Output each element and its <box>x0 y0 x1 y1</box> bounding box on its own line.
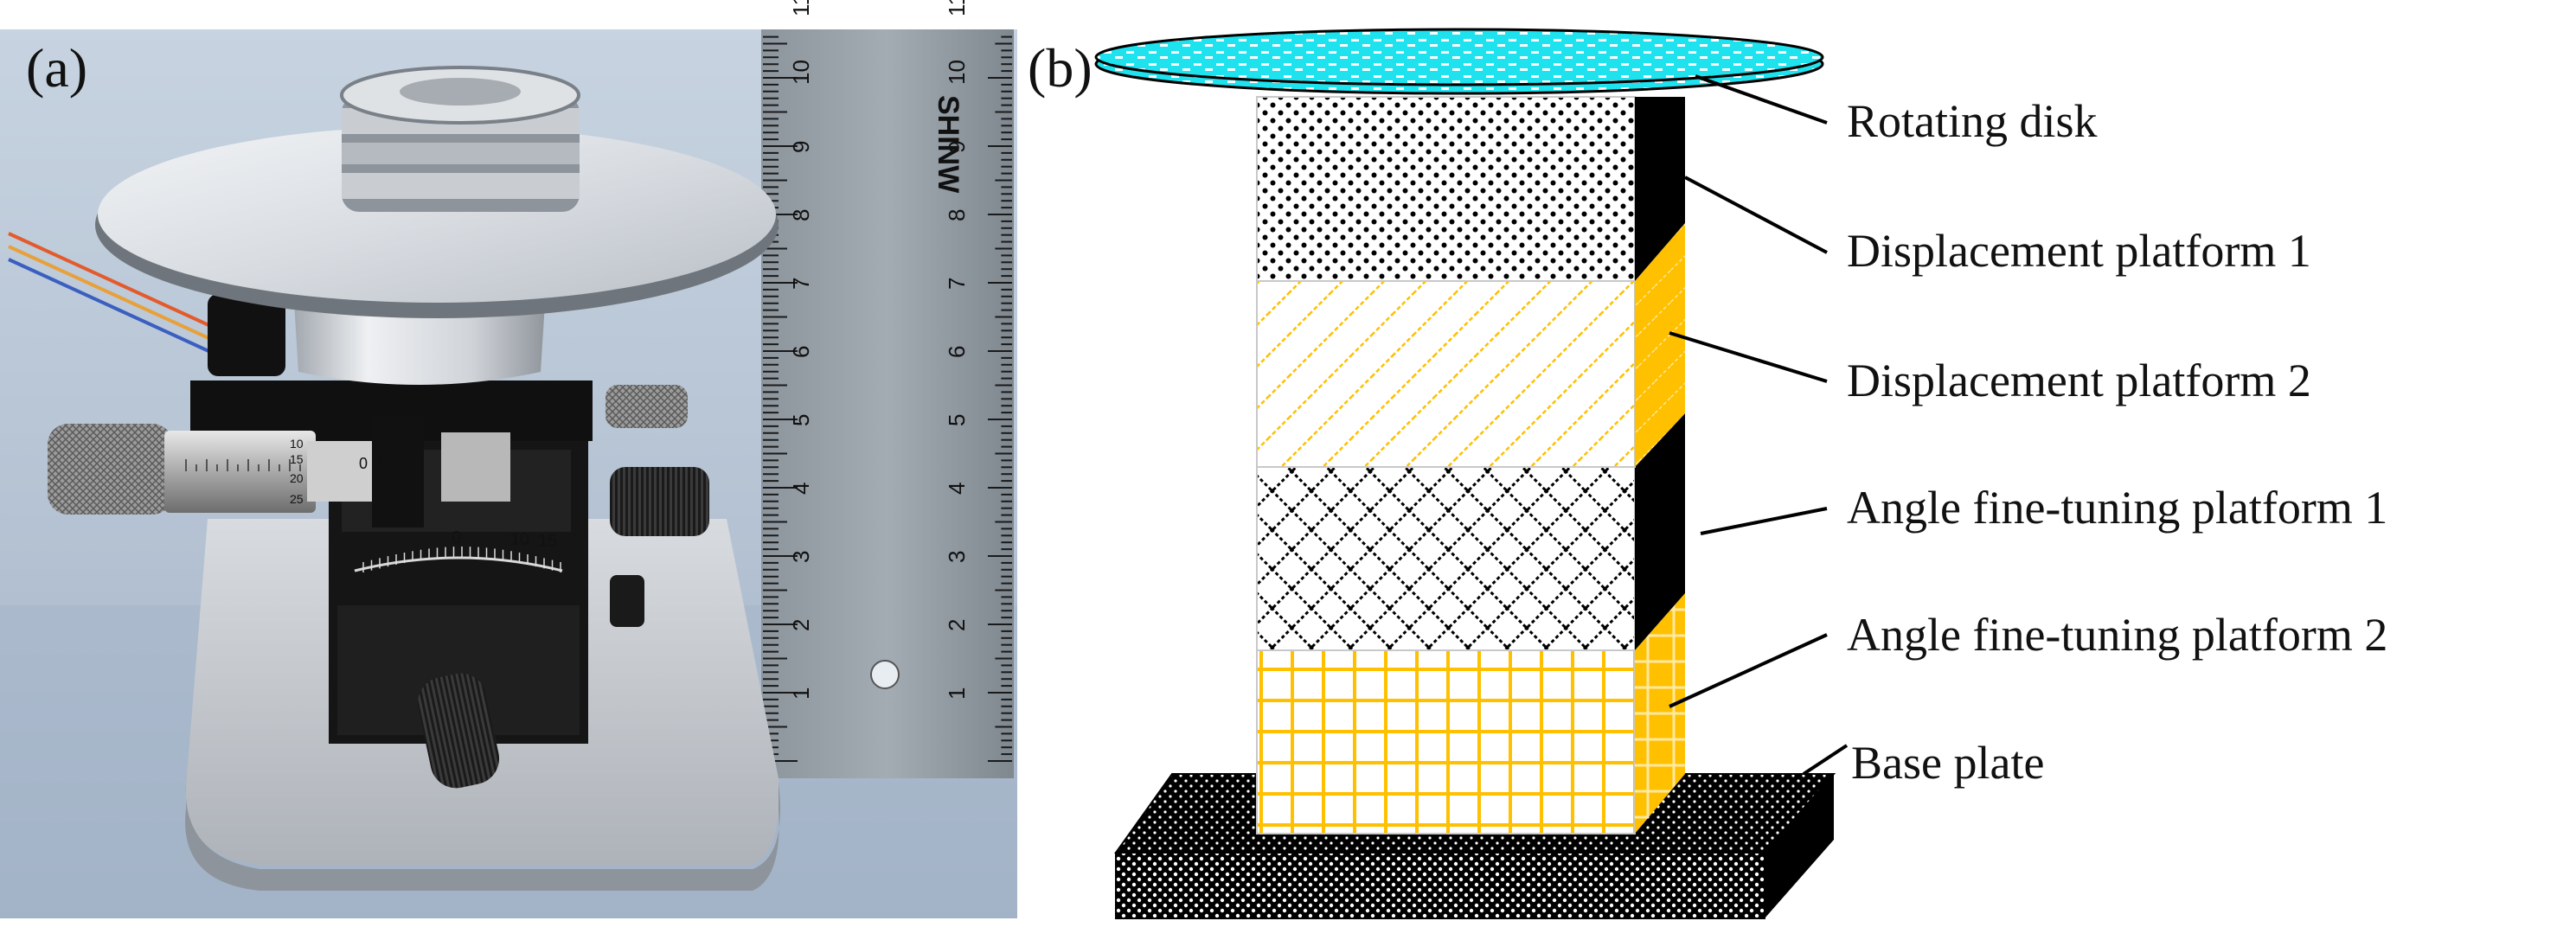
label-angle-2: Angle fine-tuning platform 2 <box>1847 609 2387 661</box>
label-base-plate: Base plate <box>1851 737 2044 789</box>
leader-base-plate <box>1802 744 1849 776</box>
ruler-number: 6 <box>944 346 970 358</box>
leader-rotating-disk <box>1695 74 1828 125</box>
ruler-number: 5 <box>788 414 814 426</box>
ruler-number: 5 <box>944 414 970 426</box>
platform-angle-2-front <box>1256 649 1636 834</box>
platform-angle-1-side <box>1635 413 1685 650</box>
platform-displacement-1-front <box>1256 96 1636 282</box>
micrometer-ticks <box>185 459 301 471</box>
ruler-number: 8 <box>944 209 970 221</box>
platform-angle-2-side <box>1635 593 1685 834</box>
micrometer-mark-5: 5 <box>378 455 387 472</box>
dial-mark-0: 0 <box>452 528 461 547</box>
ruler-number: 6 <box>788 346 814 358</box>
wires <box>8 232 285 376</box>
ruler-brand: SHINW <box>932 95 964 194</box>
label-displacement-2: Displacement platform 2 <box>1847 355 2311 406</box>
knob-right-upper <box>610 467 709 536</box>
ruler-number: 1 <box>788 687 814 700</box>
knob-front-lower <box>417 673 500 789</box>
photo-rotating-disc <box>95 126 779 318</box>
label-rotating-disk: Rotating disk <box>1847 95 2098 147</box>
ruler-number: 3 <box>788 551 814 563</box>
ruler-number: 3 <box>944 551 970 563</box>
ruler-ticks-right <box>988 35 1012 762</box>
platform-displacement-2-side <box>1635 223 1685 467</box>
spindle <box>340 66 580 212</box>
ruler-number: 1 <box>944 687 970 700</box>
leader-displacement-1 <box>1684 176 1828 254</box>
panel-b: (b) <box>1028 28 2387 919</box>
leader-angle-1 <box>1700 507 1828 535</box>
ruler-number: 10 <box>944 60 970 85</box>
dial-mark-10: 10 <box>510 530 529 549</box>
ruler-hole <box>870 660 900 689</box>
base-plate-front <box>1115 852 1765 919</box>
dial-mark-15: 15 <box>538 532 557 551</box>
micrometer: 0 5 10 15 20 25 <box>48 415 510 528</box>
leader-displacement-2 <box>1669 331 1828 383</box>
ruler-number: 8 <box>788 209 814 221</box>
knob-silver-right <box>606 385 688 428</box>
ruler-number: 4 <box>944 483 970 495</box>
ruler-number: 4 <box>788 483 814 495</box>
leader-lines <box>1669 74 1849 776</box>
platform-stack <box>1256 96 1685 834</box>
ruler-number: 9 <box>944 141 970 153</box>
dial-ticks <box>362 547 561 572</box>
leader-angle-2 <box>1669 633 1828 708</box>
ruler-number: 7 <box>944 278 970 290</box>
platform-angle-1-front <box>1256 466 1636 651</box>
base-plate-side <box>1765 774 1834 918</box>
ruler-number: 11 <box>788 0 814 16</box>
black-knobs <box>417 385 709 789</box>
ruler-number: 2 <box>788 619 814 631</box>
platform-displacement-1-side <box>1635 97 1685 281</box>
label-displacement-1: Displacement platform 1 <box>1847 225 2311 277</box>
panel-a-label: (a) <box>26 37 87 99</box>
panel-b-label: (b) <box>1028 37 1093 99</box>
rotating-disk <box>1094 28 1824 95</box>
platform-displacement-2-front <box>1256 280 1636 468</box>
ruler-number: 11 <box>944 0 970 16</box>
micrometer-mark-25: 25 <box>290 492 304 506</box>
ruler-number: 10 <box>788 60 814 85</box>
label-angle-1: Angle fine-tuning platform 1 <box>1847 482 2387 534</box>
micrometer-thimble <box>48 424 173 515</box>
ruler-number: 2 <box>944 619 970 631</box>
micrometer-mark-15: 15 <box>290 452 304 466</box>
micrometer-mark-0: 0 <box>359 455 368 472</box>
micrometer-mark-20: 20 <box>290 471 304 485</box>
knob-right-small <box>610 575 644 627</box>
ruler-number: 9 <box>788 141 814 153</box>
micrometer-mark-10: 10 <box>290 437 304 451</box>
ruler-number: 7 <box>788 278 814 290</box>
